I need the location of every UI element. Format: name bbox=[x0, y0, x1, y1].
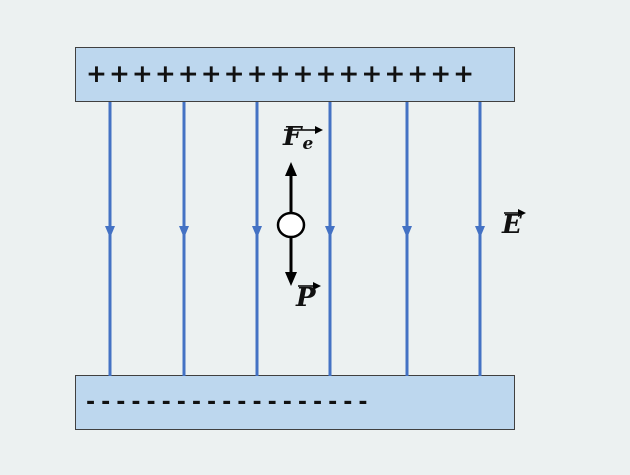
electric-force-label: Fe bbox=[283, 122, 314, 154]
fe-vector-arrow bbox=[284, 126, 323, 134]
weight-label: P bbox=[296, 283, 316, 313]
e-vector-arrow bbox=[504, 209, 526, 217]
field-line-arrowhead bbox=[105, 226, 115, 238]
field-line-arrowhead bbox=[402, 226, 412, 238]
weight-arrowhead bbox=[285, 272, 297, 286]
field-line-arrowhead bbox=[475, 226, 485, 238]
field-lines bbox=[105, 102, 485, 376]
positive-plate: +++++++++++++++++ bbox=[75, 47, 515, 102]
field-line-arrowhead bbox=[252, 226, 262, 238]
field-label: E bbox=[502, 210, 522, 240]
negative-plate: ------------------- bbox=[75, 375, 515, 430]
positive-charges: +++++++++++++++++ bbox=[86, 59, 477, 88]
field-line-arrowhead bbox=[325, 226, 335, 238]
field-line-arrowhead bbox=[179, 226, 189, 238]
negative-charges: ------------------- bbox=[86, 390, 374, 415]
electric-force-arrowhead bbox=[285, 162, 297, 176]
charged-particle bbox=[276, 211, 306, 239]
p-vector-arrow bbox=[298, 282, 321, 290]
